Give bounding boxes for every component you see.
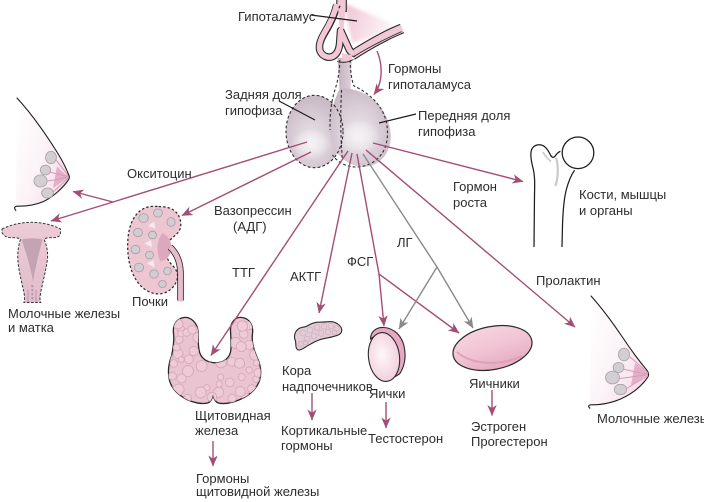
svg-text:Гормоны: Гормоны bbox=[388, 61, 441, 76]
svg-text:ЛГ: ЛГ bbox=[397, 235, 413, 250]
svg-text:Тестостерон: Тестостерон bbox=[368, 431, 443, 446]
svg-text:Кости, мышцы: Кости, мышцы bbox=[579, 187, 666, 202]
svg-text:Гормоны: Гормоны bbox=[196, 471, 249, 486]
svg-text:гипоталамуса: гипоталамуса bbox=[388, 77, 472, 92]
svg-text:ТТГ: ТТГ bbox=[232, 265, 255, 280]
svg-text:гипофиза: гипофиза bbox=[225, 103, 283, 118]
svg-text:железа: железа bbox=[195, 423, 239, 438]
svg-text:Передняя доля: Передняя доля bbox=[418, 108, 510, 123]
svg-text:щитовидной железы: щитовидной железы bbox=[196, 484, 319, 499]
svg-text:Яички: Яички bbox=[369, 386, 405, 401]
svg-text:Яичники: Яичники bbox=[469, 376, 520, 391]
svg-text:Пролактин: Пролактин bbox=[536, 273, 601, 288]
svg-text:Молочные железы: Молочные железы bbox=[597, 411, 704, 426]
svg-text:Кора: Кора bbox=[282, 363, 312, 378]
svg-text:АКТГ: АКТГ bbox=[290, 269, 321, 284]
svg-text:Эстроген: Эстроген bbox=[471, 419, 526, 434]
svg-text:Почки: Почки bbox=[132, 294, 168, 309]
svg-text:Щитовидная: Щитовидная bbox=[195, 408, 271, 423]
svg-text:Вазопрессин: Вазопрессин bbox=[214, 203, 292, 218]
svg-text:роста: роста bbox=[453, 195, 488, 210]
svg-text:надпочечников: надпочечников bbox=[282, 379, 373, 394]
svg-text:ФСГ: ФСГ bbox=[347, 254, 373, 269]
svg-text:гипофиза: гипофиза bbox=[418, 124, 476, 139]
svg-text:Окситоцин: Окситоцин bbox=[127, 166, 192, 181]
svg-text:Гормон: Гормон bbox=[453, 179, 497, 194]
svg-text:и матка: и матка bbox=[8, 320, 55, 335]
svg-text:Кортикальные: Кортикальные bbox=[281, 423, 367, 438]
svg-text:и органы: и органы bbox=[579, 203, 633, 218]
svg-text:Задняя доля: Задняя доля bbox=[225, 87, 302, 102]
svg-text:гормоны: гормоны bbox=[281, 438, 333, 453]
svg-text:Прогестерон: Прогестерон bbox=[471, 434, 548, 449]
svg-text:Гипоталамус: Гипоталамус bbox=[238, 9, 316, 24]
svg-text:(АДГ): (АДГ) bbox=[233, 219, 267, 234]
svg-text:Молочные железы: Молочные железы bbox=[8, 306, 120, 321]
